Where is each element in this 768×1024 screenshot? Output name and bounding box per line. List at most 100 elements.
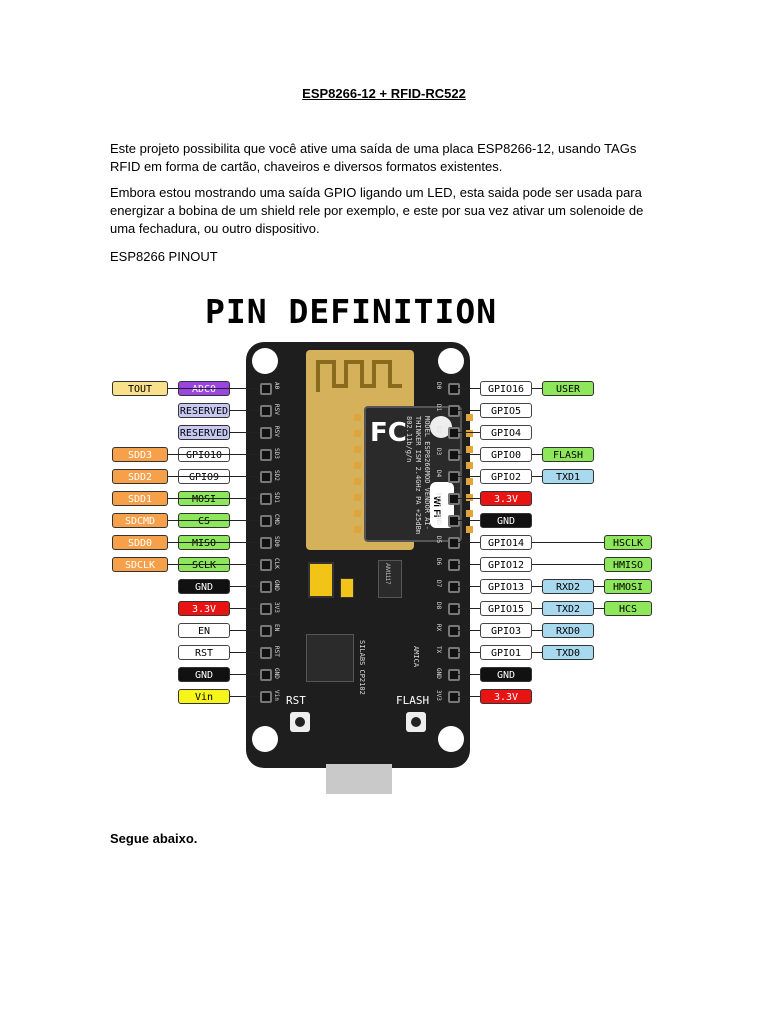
pin-label: HCS bbox=[604, 601, 652, 616]
pin-label: EN bbox=[178, 623, 230, 638]
connector-line bbox=[168, 520, 260, 521]
connector-line bbox=[230, 608, 260, 609]
fcc-logo: FC bbox=[370, 418, 407, 448]
header-pin bbox=[448, 537, 460, 549]
silkscreen-label: GND bbox=[435, 514, 442, 525]
pin-label: GPIO3 bbox=[480, 623, 532, 638]
pin-label: Vin bbox=[178, 689, 230, 704]
mount-hole bbox=[252, 726, 278, 752]
header-pin bbox=[260, 603, 272, 615]
header-pin bbox=[260, 427, 272, 439]
pin-label: GND bbox=[480, 667, 532, 682]
header-pin bbox=[260, 493, 272, 505]
silkscreen-label: SD1 bbox=[273, 492, 280, 503]
header-pin bbox=[260, 691, 272, 703]
silkscreen-label: D4 bbox=[435, 470, 442, 478]
connector-line bbox=[458, 608, 480, 609]
connector-line bbox=[532, 586, 542, 587]
connector-line bbox=[458, 696, 480, 697]
pin-label: HMOSI bbox=[604, 579, 652, 594]
connector-line bbox=[594, 608, 604, 609]
usb-uart-chip bbox=[306, 634, 354, 682]
pin-label: GPIO4 bbox=[480, 425, 532, 440]
document-title: ESP8266-12 + RFID-RC522 bbox=[302, 86, 466, 101]
pin-label: GPIO2 bbox=[480, 469, 532, 484]
pin-label: TOUT bbox=[112, 381, 168, 396]
connector-line bbox=[168, 388, 260, 389]
connector-line bbox=[458, 454, 480, 455]
connector-line bbox=[532, 476, 542, 477]
header-pin bbox=[448, 603, 460, 615]
brand-text: AMICA bbox=[412, 646, 420, 668]
connector-line bbox=[458, 498, 480, 499]
connector-line bbox=[230, 630, 260, 631]
pin-label: SDCLK bbox=[112, 557, 168, 572]
pin-label: SDD2 bbox=[112, 469, 168, 484]
silkscreen-label: 3V3 bbox=[435, 492, 442, 503]
header-pin bbox=[448, 669, 460, 681]
pin-label: RESERVED bbox=[178, 403, 230, 418]
connector-line bbox=[458, 674, 480, 675]
connector-line bbox=[230, 652, 260, 653]
connector-line bbox=[168, 454, 260, 455]
header-pin bbox=[260, 471, 272, 483]
esp8266-module: FC MODEL ESP8266MOD VENDOR AI-THINKER IS… bbox=[306, 350, 473, 550]
connector-line bbox=[532, 564, 604, 565]
header-pin bbox=[448, 471, 460, 483]
pin-label: GPIO14 bbox=[480, 535, 532, 550]
capacitor-small bbox=[340, 578, 354, 598]
pin-label: GPIO0 bbox=[480, 447, 532, 462]
antenna-trace bbox=[316, 360, 402, 392]
closing-text: Segue abaixo. bbox=[110, 831, 198, 846]
header-pin bbox=[260, 515, 272, 527]
connector-line bbox=[230, 586, 260, 587]
connector-line bbox=[532, 608, 542, 609]
pin-label: SDCMD bbox=[112, 513, 168, 528]
pin-label: 3.3V bbox=[480, 491, 532, 506]
voltage-regulator: AM1117 bbox=[378, 560, 402, 598]
pin-label: HSCLK bbox=[604, 535, 652, 550]
pin-label: GND bbox=[480, 513, 532, 528]
silkscreen-label: A0 bbox=[273, 382, 280, 390]
connector-line bbox=[458, 432, 480, 433]
wifi-logo-text: Wi Fi bbox=[432, 496, 442, 518]
silkscreen-label: D8 bbox=[435, 602, 442, 610]
flash-label: FLASH bbox=[396, 694, 430, 707]
connector-line bbox=[458, 542, 480, 543]
silkscreen-label: D6 bbox=[435, 558, 442, 566]
pin-label: GPIO12 bbox=[480, 557, 532, 572]
capacitor bbox=[308, 562, 334, 598]
pin-label: SDD0 bbox=[112, 535, 168, 550]
pin-label: FLASH bbox=[542, 447, 594, 462]
silkscreen-label: SD3 bbox=[273, 448, 280, 459]
silkscreen-label: GND bbox=[435, 668, 442, 679]
rst-button[interactable] bbox=[290, 712, 310, 732]
connector-line bbox=[458, 630, 480, 631]
connector-line bbox=[532, 454, 542, 455]
connector-line bbox=[458, 410, 480, 411]
silkscreen-label: RSV bbox=[273, 404, 280, 415]
silkscreen-label: D5 bbox=[435, 536, 442, 544]
micro-usb-port bbox=[326, 764, 392, 794]
header-pin bbox=[448, 383, 460, 395]
usb-chip-text: SILABS CP2102 bbox=[358, 640, 366, 695]
pin-label: RESERVED bbox=[178, 425, 230, 440]
pin-label: SDD1 bbox=[112, 491, 168, 506]
connector-line bbox=[168, 498, 260, 499]
header-pin bbox=[448, 427, 460, 439]
header-pin bbox=[260, 647, 272, 659]
connector-line bbox=[168, 564, 260, 565]
section-label: ESP8266 PINOUT bbox=[110, 249, 218, 264]
pin-label: HMISO bbox=[604, 557, 652, 572]
connector-line bbox=[230, 674, 260, 675]
connector-line bbox=[230, 696, 260, 697]
header-pin bbox=[448, 625, 460, 637]
flash-button[interactable] bbox=[406, 712, 426, 732]
silkscreen-label: D1 bbox=[435, 404, 442, 412]
silkscreen-label: EN bbox=[273, 624, 280, 632]
header-pin bbox=[260, 581, 272, 593]
header-pin bbox=[260, 449, 272, 461]
connector-line bbox=[458, 476, 480, 477]
silkscreen-label: CLK bbox=[273, 558, 280, 569]
wifi-logo: Wi Fi bbox=[430, 482, 454, 528]
